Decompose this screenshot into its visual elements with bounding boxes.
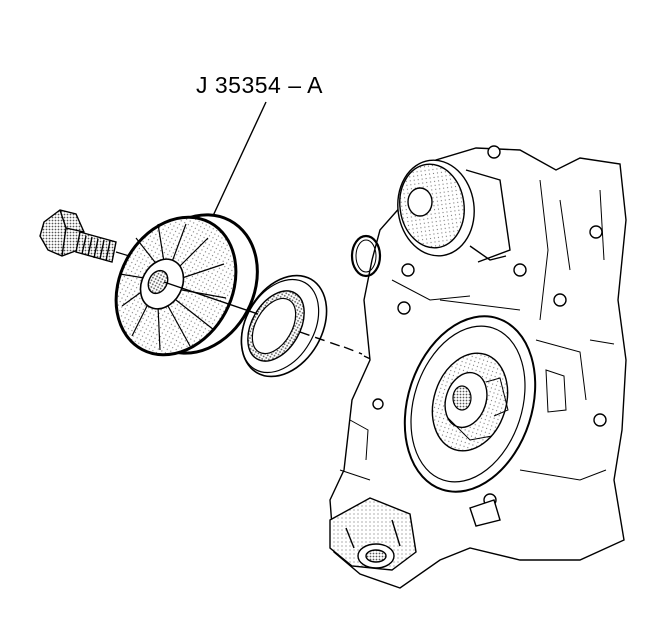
tool-callout-label: J 35354 – A [196, 72, 323, 98]
water-pump-pulley [397, 159, 511, 263]
callout-leader-line [211, 101, 267, 219]
crankshaft-front-seal [240, 274, 328, 378]
installer-bolt [39, 209, 137, 263]
seal-installer-tool [114, 213, 259, 357]
lower-bracket [469, 499, 501, 527]
o-ring [350, 234, 382, 278]
engine-front-cover [329, 145, 627, 589]
oil-filter-adapter [329, 497, 417, 571]
seal-bore-housing [403, 315, 537, 493]
